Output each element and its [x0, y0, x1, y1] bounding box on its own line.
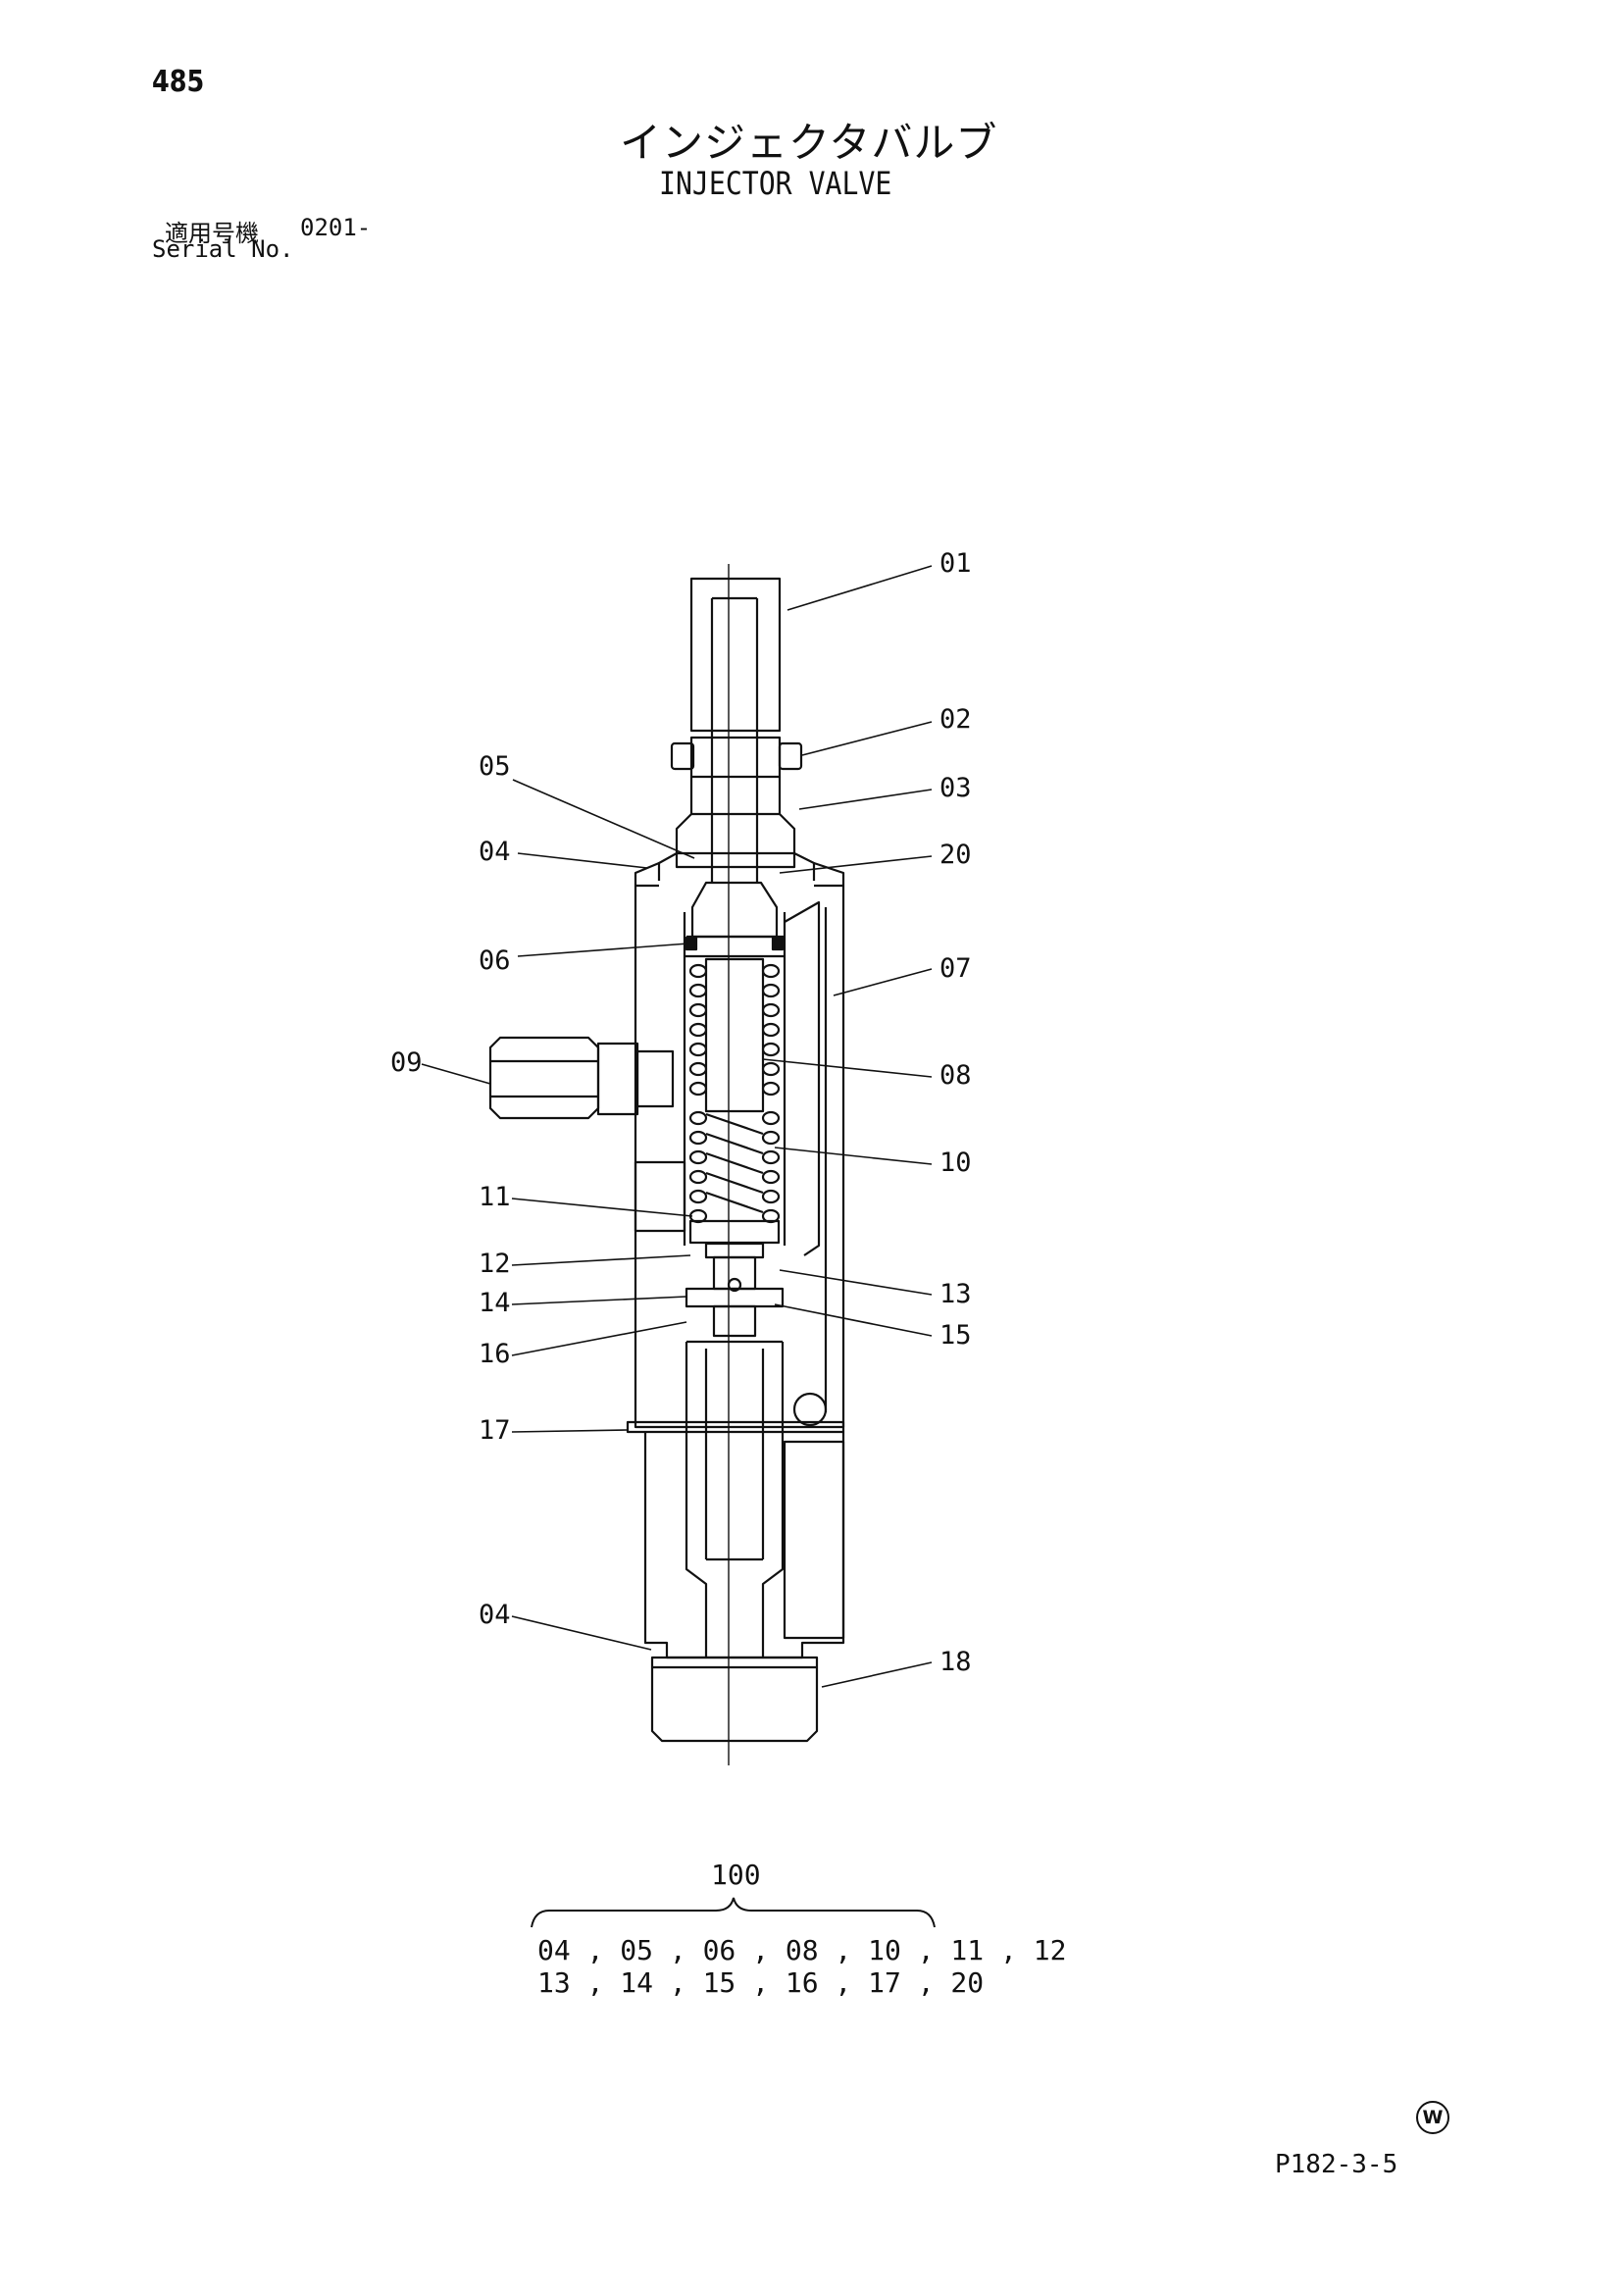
bottom-plug — [650, 1656, 819, 1743]
lock-nut-right — [778, 741, 803, 771]
part-label: 07 — [939, 953, 972, 984]
plunger — [704, 957, 765, 1113]
page-number: 485 — [152, 65, 205, 99]
part-label: 09 — [390, 1047, 423, 1078]
part-label: 05 — [479, 751, 511, 782]
part-label: 02 — [939, 704, 972, 735]
side-block — [783, 1440, 845, 1640]
kit-parts-row-2: 13 , 14 , 15 , 16 , 17 , 20 — [537, 1966, 985, 1999]
page-title-english: INJECTOR VALVE — [659, 165, 892, 202]
part-label: 15 — [939, 1320, 972, 1351]
drawing-code: P182-3-5 — [1275, 2150, 1398, 2179]
gasket — [626, 1420, 845, 1434]
w-circle-mark: W — [1416, 2101, 1449, 2134]
lower-port — [634, 1160, 686, 1233]
page-title-japanese: インジェクタバルブ — [620, 119, 998, 167]
side-passage — [784, 900, 821, 1256]
part-label: 03 — [939, 773, 972, 803]
check-ball — [727, 1277, 742, 1293]
part-label: 04 — [479, 837, 511, 867]
part-label: 20 — [939, 840, 972, 870]
upper-spring — [688, 963, 781, 1097]
part-label: 12 — [479, 1249, 511, 1279]
valve-body — [634, 861, 845, 1429]
part-label: 08 — [939, 1060, 972, 1091]
part-label: 01 — [939, 548, 972, 579]
part-label: 16 — [479, 1339, 511, 1369]
serial-label-japanese: 適用号機 — [165, 220, 259, 247]
lock-nut-left — [670, 741, 695, 771]
serial-value: 0201- — [300, 214, 372, 241]
spring-retainer — [688, 1219, 781, 1245]
part-label: 04 — [479, 1600, 511, 1630]
adjusting-screw — [657, 777, 816, 881]
kit-parts-row-1: 04 , 05 , 06 , 08 , 10 , 11 , 12 — [537, 1934, 1067, 1966]
part-label: 13 — [939, 1279, 972, 1309]
main-spring — [688, 1110, 781, 1224]
inlet-fitting — [488, 1036, 600, 1120]
part-label: 06 — [479, 945, 511, 976]
kit-number: 100 — [711, 1859, 761, 1891]
lower-body — [643, 1432, 845, 1659]
part-label: 10 — [939, 1148, 972, 1178]
poppet — [690, 881, 779, 939]
part-label: 17 — [479, 1415, 511, 1446]
o-ring-right — [771, 936, 785, 951]
check-body — [712, 1255, 757, 1291]
serial-label-english: Serial No. — [152, 235, 294, 263]
part-label: 18 — [939, 1647, 972, 1677]
top-fitting — [689, 577, 782, 733]
part-label: 14 — [479, 1288, 511, 1318]
kit-brace — [531, 1897, 936, 1928]
part-label: 11 — [479, 1182, 511, 1212]
passage-ball — [792, 1392, 828, 1427]
upper-seal — [675, 851, 796, 869]
